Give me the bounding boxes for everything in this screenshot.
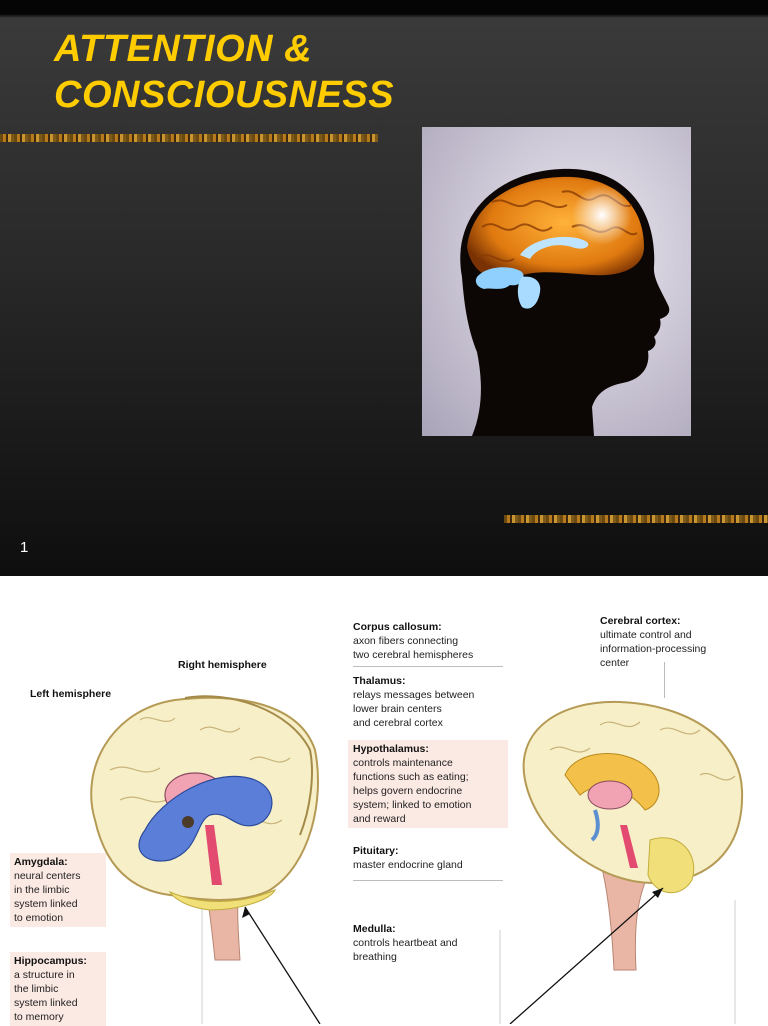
head-brain-photo bbox=[422, 127, 691, 436]
head-silhouette-illustration bbox=[460, 168, 670, 436]
title-line-2: CONSCIOUSNESS bbox=[54, 74, 395, 116]
divider bbox=[353, 666, 503, 667]
callout-hypothalamus: Hypothalamus: controls maintenance funct… bbox=[348, 740, 508, 828]
callout-thalamus: Thalamus: relays messages between lower … bbox=[353, 675, 475, 729]
right-brain-illustration bbox=[522, 700, 744, 971]
leader-line bbox=[664, 662, 665, 698]
slide-1: ATTENTION & CONSCIOUSNESS bbox=[0, 0, 768, 576]
slide-number: 1 bbox=[20, 539, 29, 556]
callout-amygdala: Amygdala: neural centers in the limbic s… bbox=[10, 853, 106, 927]
slide-gap bbox=[0, 576, 768, 600]
callout-hippocampus: Hippocampus: a structure in the limbic s… bbox=[10, 952, 106, 1026]
callout-cerebral-cortex: Cerebral cortex: ultimate control and in… bbox=[600, 615, 707, 669]
slide-title: ATTENTION & CONSCIOUSNESS bbox=[54, 26, 394, 118]
callout-corpus-callosum: Corpus callosum: axon fibers connecting … bbox=[353, 621, 474, 661]
brain-diagram bbox=[90, 695, 744, 1024]
decorative-rule-bottom bbox=[504, 515, 768, 523]
label-right-hemisphere: Right hemisphere bbox=[178, 659, 267, 671]
callout-pituitary: Pituitary: master endocrine gland bbox=[353, 845, 463, 871]
divider bbox=[353, 880, 503, 881]
slide-2: Right hemisphere Left hemisphere Corpus … bbox=[0, 600, 768, 1026]
left-brain-illustration bbox=[90, 695, 319, 961]
callout-medulla: Medulla: controls heartbeat and breathin… bbox=[353, 923, 458, 963]
decorative-rule-top bbox=[0, 134, 378, 142]
title-line-1: ATTENTION & bbox=[54, 28, 313, 70]
label-left-hemisphere: Left hemisphere bbox=[30, 688, 112, 700]
